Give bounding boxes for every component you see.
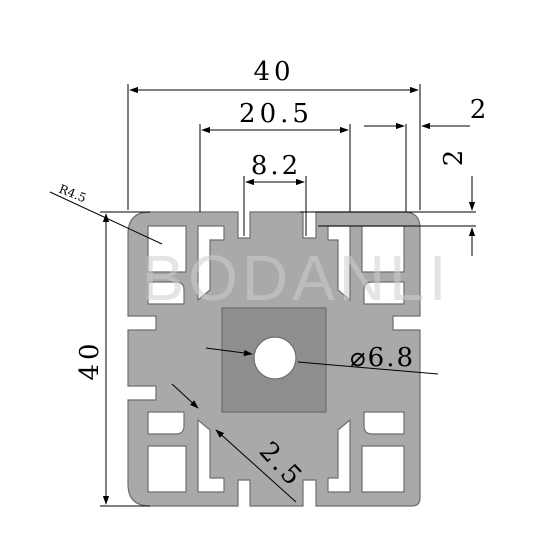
- label-overall-width: 40: [253, 57, 294, 87]
- label-corner-radius: R4.5: [57, 182, 88, 206]
- cavity-bottom-left-2: [147, 411, 185, 435]
- watermark-text: BODANLI: [142, 242, 451, 314]
- cavity-top-right-2: [363, 281, 405, 305]
- cavity-bottom-right-2: [363, 411, 405, 435]
- slot-bottom-left: [197, 418, 225, 493]
- label-overall-height: 40: [75, 339, 105, 380]
- center-hole: [253, 336, 297, 380]
- slot-bottom-right: [327, 418, 351, 493]
- slot-top-left: [197, 225, 225, 302]
- dimension-wall-right: 2: [364, 95, 486, 212]
- label-slot-width: 8.2: [251, 151, 301, 181]
- cavity-bottom-right: [361, 445, 405, 493]
- dimension-overall-width: 40: [127, 57, 421, 210]
- profile-cross-section: [127, 211, 421, 507]
- dimension-wall-top: 2: [300, 150, 476, 256]
- dimension-slot-pitch: 20.5: [199, 99, 351, 212]
- dimension-overall-height: 40: [75, 211, 150, 507]
- dimension-slot-width: 8.2: [243, 151, 307, 236]
- dimension-center-hole: ⌀6.8: [205, 343, 439, 375]
- cavity-top-left: [147, 225, 187, 273]
- cavity-top-left-2: [147, 281, 185, 305]
- label-wall-right: 2: [470, 95, 487, 125]
- label-wall-top: 2: [439, 150, 469, 167]
- label-slot-pitch: 20.5: [239, 99, 313, 129]
- cavity-bottom-left: [147, 445, 187, 493]
- label-center-hole: ⌀6.8: [350, 343, 415, 373]
